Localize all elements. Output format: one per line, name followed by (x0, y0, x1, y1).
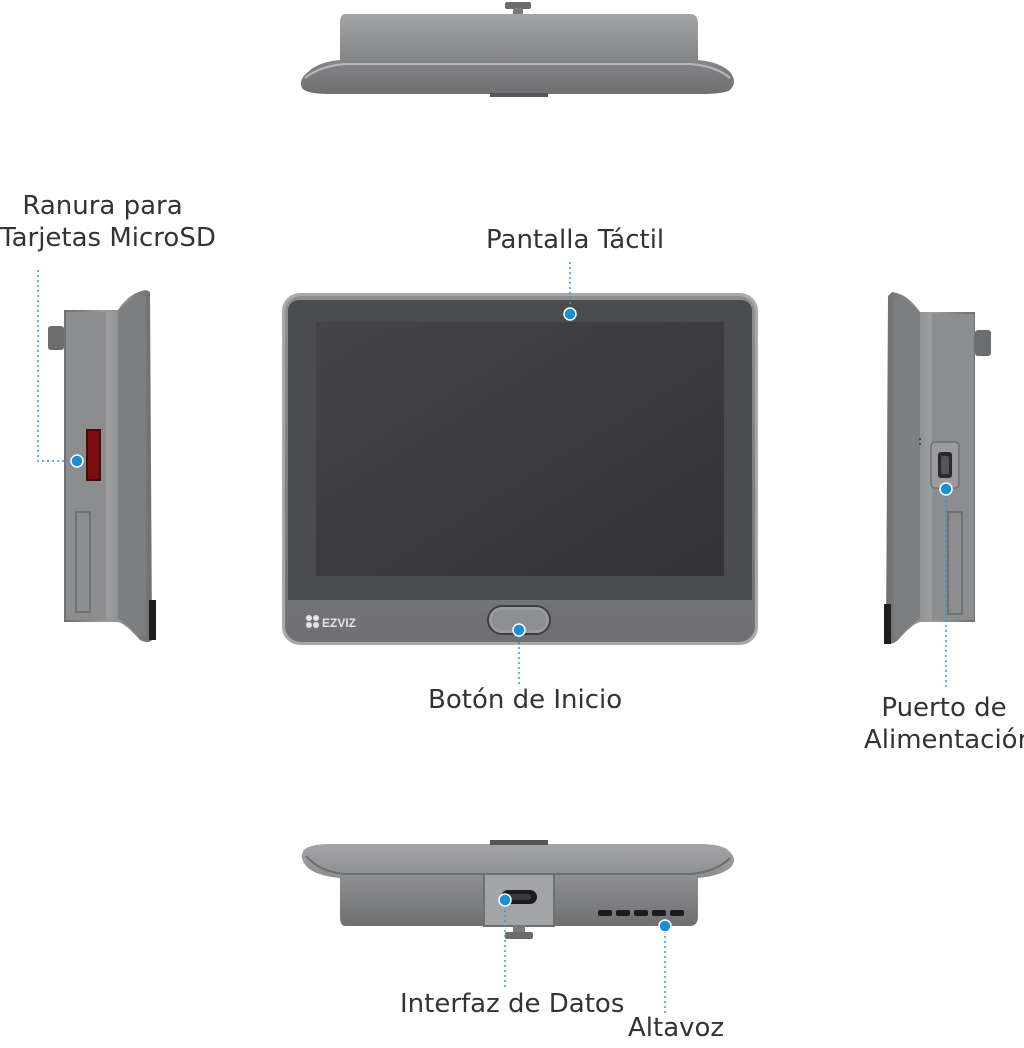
logo-mark-dot (306, 615, 312, 621)
speaker-grille-slot (598, 910, 612, 916)
top-view-edge-highlight (304, 63, 731, 79)
device-left-side-view (48, 290, 156, 642)
touch-screen-label: Pantalla Táctil (486, 224, 664, 256)
bottom-view-knob (505, 932, 533, 939)
speaker-label: Altavoz (628, 1012, 724, 1044)
microsd-slot-label-line2: Tarjetas MicroSD (0, 223, 216, 253)
top-view-knob (505, 2, 531, 9)
microsd-slot-label: Ranura para Tarjetas MicroSD (0, 190, 216, 254)
power-port-label: Puerto de Alimentación (864, 692, 1024, 756)
data-interface-port-inner (507, 894, 531, 900)
callouts (37, 262, 947, 1016)
speaker-grille-slot (652, 910, 666, 916)
right-view-groove (947, 511, 963, 615)
speaker-grille-slot (634, 910, 648, 916)
right-view-front-edge (894, 298, 920, 638)
microsd-callout-line (37, 270, 76, 462)
right-view-clip (884, 604, 891, 644)
data-interface-dot (498, 893, 512, 907)
top-view-bottom-clip (490, 93, 548, 97)
device-top-view (300, 2, 734, 97)
logo-mark-dot (313, 622, 319, 628)
left-view-front-edge (118, 296, 146, 636)
power-port-label-line1: Puerto de (881, 693, 1007, 723)
callout-dots (70, 307, 953, 933)
bottom-view-top-clip (490, 840, 548, 845)
top-view-shell (300, 14, 734, 94)
ezviz-logo: EZVIZ (306, 615, 356, 630)
home-button-label: Botón de Inicio (428, 684, 622, 716)
device-right-side-view (884, 292, 991, 644)
microsd-slot-label-line1: Ranura para (22, 191, 183, 221)
speaker-grille-slot (616, 910, 630, 916)
home-button-label-text: Botón de Inicio (428, 685, 623, 715)
logo-mark-dot (306, 622, 312, 628)
device-bottom-view (301, 840, 734, 939)
left-view-knob (48, 326, 64, 350)
bottom-view-knob-stem (513, 925, 525, 933)
right-view-detail (919, 443, 921, 445)
right-view-knob (975, 330, 991, 356)
speaker-label-text: Altavoz (628, 1013, 725, 1043)
touch-screen-label-text: Pantalla Táctil (486, 225, 665, 255)
speaker-dot (658, 919, 672, 933)
device-front-view: EZVIZ (282, 293, 758, 645)
data-interface-label: Interfaz de Datos (400, 988, 624, 1020)
home-button-inner (492, 610, 546, 630)
logo-text: EZVIZ (322, 616, 356, 630)
home-button-dot (512, 623, 526, 637)
power-port-dot (939, 482, 953, 496)
speaker-grille-slot (670, 910, 684, 916)
touch-screen (316, 322, 724, 576)
power-port-inner (941, 456, 949, 474)
logo-mark-dot (313, 615, 319, 621)
power-port-label-line2: Alimentación (864, 725, 1024, 755)
left-view-clip (149, 600, 156, 640)
data-interface-label-text: Interfaz de Datos (400, 989, 625, 1019)
left-view-groove (75, 511, 91, 613)
right-view-detail (919, 438, 921, 440)
microsd-slot-dot (70, 454, 84, 468)
top-view-knob-stem (513, 8, 523, 16)
touch-screen-dot (563, 307, 577, 321)
microsd-slot (86, 429, 101, 481)
